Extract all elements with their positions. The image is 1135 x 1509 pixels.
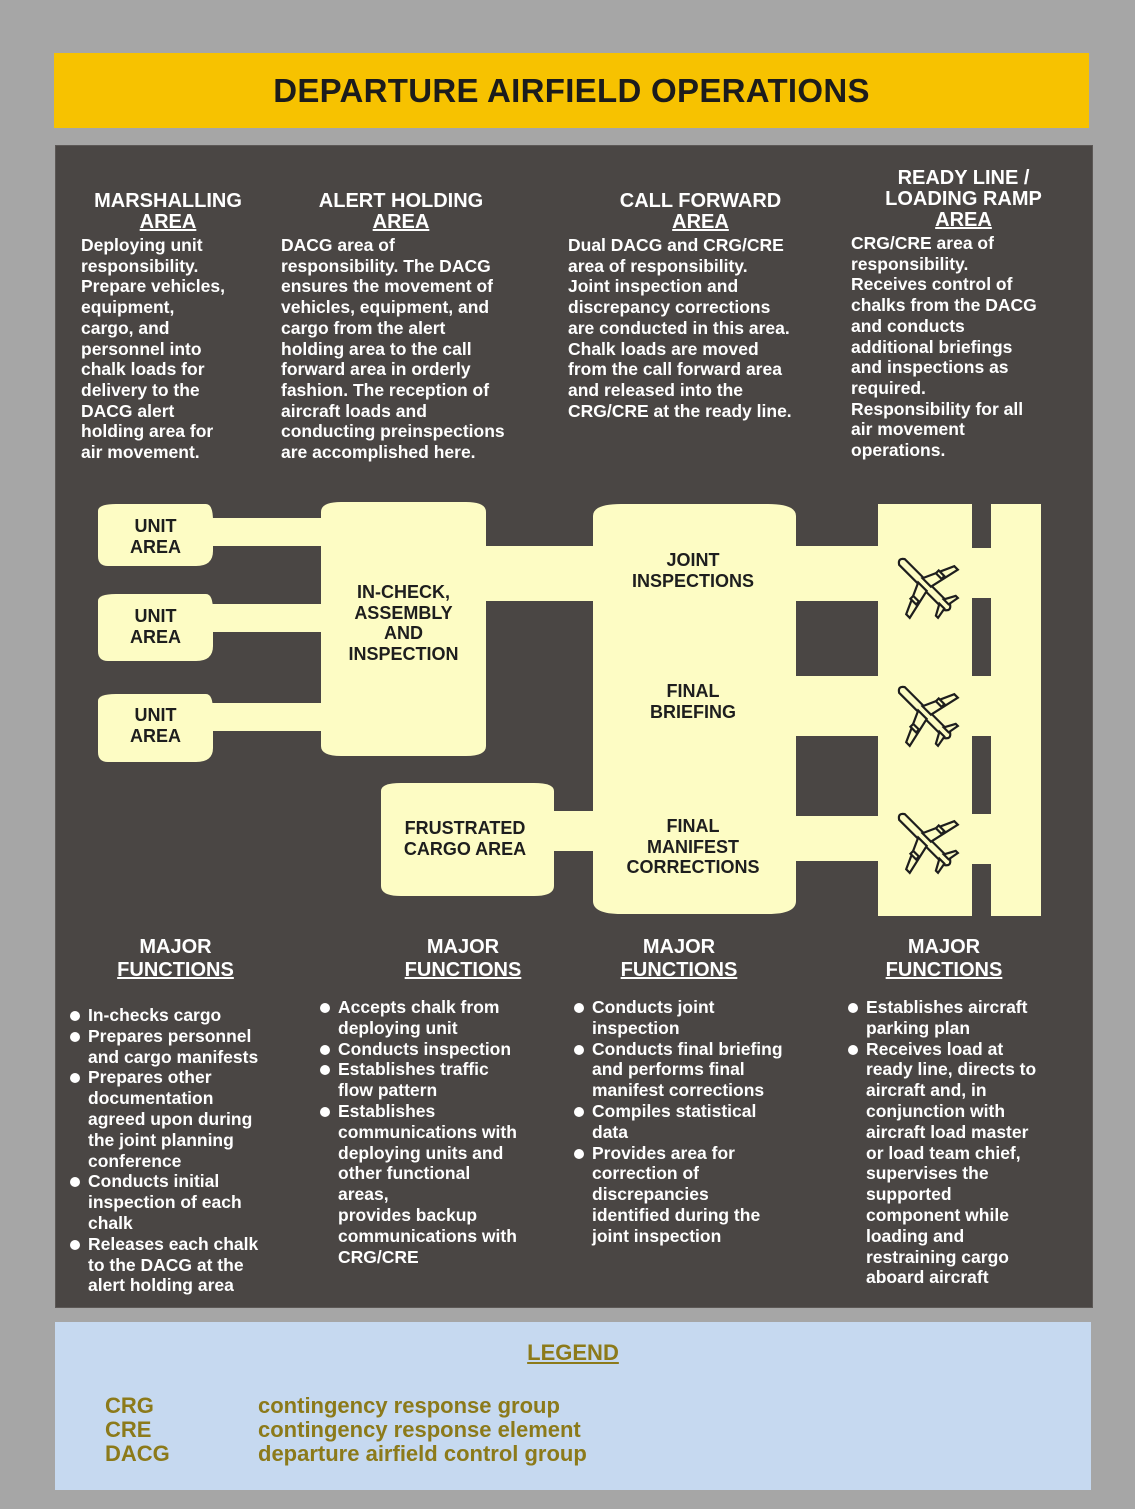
connector-joint-ramp [791, 546, 881, 601]
ready-line-functions-list: Establishes aircraft parking plan Receiv… [846, 997, 1081, 1288]
major-functions-heading-4: MAJOR FUNCTIONS [874, 936, 1014, 982]
unit-area-3 [98, 694, 213, 762]
unit-area-3-label: UNIT AREA [129, 705, 181, 746]
call-forward-heading: CALL FORWARD AREA [568, 191, 833, 233]
ready-line-heading-line1: READY LINE / [897, 167, 1030, 189]
list-item: Establishes aircraft parking plan [846, 997, 1081, 1039]
list-item: Compiles statistical data [572, 1101, 832, 1143]
ready-line-heading: READY LINE / LOADING RAMP AREA [851, 168, 1076, 231]
airplane-icon [897, 812, 960, 875]
major-functions-heading-3: MAJOR FUNCTIONS [609, 936, 749, 982]
major-heading-line2: FUNCTIONS [620, 959, 738, 981]
final-briefing-label: FINAL BRIEFING [649, 681, 736, 722]
list-item: Prepares other documentation agreed upon… [68, 1067, 308, 1171]
list-item: Provides area for correction of discrepa… [572, 1143, 832, 1247]
list-item: Establishes communications with deployin… [318, 1101, 568, 1267]
major-heading-line1: MAJOR [907, 936, 981, 958]
alert-holding-column: ALERT HOLDING AREA DACG area of responsi… [281, 191, 581, 463]
connector-manifest-ramp [791, 816, 881, 861]
incheck-block [321, 502, 486, 756]
list-item: Establishes traffic flow pattern [318, 1059, 568, 1101]
marshalling-area-column: MARSHALLING AREA Deploying unit responsi… [78, 191, 258, 463]
ready-line-description: CRG/CRE area of responsibility. Receives… [851, 233, 1037, 461]
list-item: Conducts initial inspection of each chal… [68, 1171, 308, 1233]
ramp-link-3 [966, 814, 996, 864]
major-heading-line1: MAJOR [426, 936, 500, 958]
list-item: Conducts joint inspection [572, 997, 832, 1039]
legend-abbr-cre: CRE [105, 1417, 152, 1442]
frustrated-cargo-block [381, 783, 554, 896]
legend-title: LEGEND [527, 1340, 619, 1365]
ramp-link-1 [966, 548, 996, 598]
list-item: Conducts inspection [318, 1039, 568, 1060]
alert-holding-description: DACG area of responsibility. The DACG en… [281, 235, 505, 463]
airplane-icon [897, 685, 960, 748]
page-title: DEPARTURE AIRFIELD OPERATIONS [273, 71, 870, 109]
major-heading-line1: MAJOR [642, 936, 716, 958]
legend-meaning-dacg: departure airfield control group [258, 1441, 587, 1466]
list-item: Releases each chalk to the DACG at the a… [68, 1234, 308, 1296]
ready-line-column: READY LINE / LOADING RAMP AREA CRG/CRE a… [851, 168, 1076, 461]
major-heading-line2: FUNCTIONS [404, 959, 522, 981]
connector-unit1 [206, 518, 326, 546]
list-item: Receives load at ready line, directs to … [846, 1039, 1081, 1289]
list-item: Prepares personnel and cargo manifests [68, 1026, 308, 1068]
list-item: Conducts final briefing and performs fin… [572, 1039, 832, 1101]
alert-holding-heading-line2: AREA [372, 211, 430, 233]
ramp-link-2 [966, 676, 996, 736]
marshalling-area-heading: MARSHALLING AREA [78, 191, 258, 233]
title-banner: DEPARTURE AIRFIELD OPERATIONS [54, 53, 1089, 128]
legend-abbr-dacg: DACG [105, 1441, 170, 1466]
unit-area-2 [98, 594, 213, 661]
marshalling-heading-line1: MARSHALLING [94, 190, 242, 212]
loading-ramp-block [991, 504, 1041, 916]
incheck-label: IN-CHECK, ASSEMBLY AND INSPECTION [348, 582, 459, 664]
major-heading-line2: FUNCTIONS [117, 959, 234, 981]
marshalling-heading-line2: AREA [139, 211, 197, 233]
frustrated-cargo-label: FRUSTRATED CARGO AREA [403, 818, 527, 859]
connector-incheck-joint [484, 546, 596, 601]
alert-holding-heading: ALERT HOLDING AREA [281, 191, 521, 233]
legend-abbr-crg: CRG [105, 1393, 154, 1418]
alert-holding-functions-list: Accepts chalk from deploying unit Conduc… [318, 997, 568, 1267]
major-functions-heading-2: MAJOR FUNCTIONS [393, 936, 533, 982]
connector-briefing-ramp [791, 676, 881, 736]
major-functions-heading-1: MAJOR FUNCTIONS [108, 936, 243, 982]
alert-holding-heading-line1: ALERT HOLDING [318, 190, 484, 212]
call-forward-column: CALL FORWARD AREA Dual DACG and CRG/CRE … [568, 191, 838, 421]
final-manifest-label: FINAL MANIFEST CORRECTIONS [626, 816, 760, 877]
connector-unit3 [206, 703, 326, 731]
joint-inspections-label: JOINT INSPECTIONS [631, 550, 755, 591]
ready-line-heading-line2: LOADING RAMP [885, 188, 1042, 210]
major-heading-line1: MAJOR [139, 936, 212, 958]
marshalling-functions-list: In-checks cargo Prepares personnel and c… [68, 1005, 308, 1296]
list-item: In-checks cargo [68, 1005, 308, 1026]
airplane-icon [897, 557, 960, 620]
call-forward-heading-line1: CALL FORWARD [619, 190, 782, 212]
marshalling-area-description: Deploying unit responsibility. Prepare v… [81, 235, 225, 463]
major-heading-line2: FUNCTIONS [885, 959, 1003, 981]
call-forward-heading-line2: AREA [672, 211, 729, 233]
legend-meaning-cre: contingency response element [258, 1417, 581, 1442]
legend-panel: LEGEND CRG contingency response group CR… [55, 1322, 1091, 1490]
unit-area-1-label: UNIT AREA [129, 516, 181, 557]
call-forward-description: Dual DACG and CRG/CRE area of responsibi… [568, 235, 792, 421]
unit-area-1 [98, 504, 213, 566]
flow-diagram [98, 502, 1041, 916]
connector-frustrated [551, 811, 596, 851]
list-item: Accepts chalk from deploying unit [318, 997, 568, 1039]
operations-panel: MARSHALLING AREA Deploying unit responsi… [55, 145, 1093, 1308]
connector-unit2 [206, 604, 326, 632]
call-forward-functions-list: Conducts joint inspection Conducts final… [572, 997, 832, 1247]
call-forward-block [593, 504, 796, 914]
ready-line-heading-line3: AREA [935, 209, 992, 231]
legend-meaning-crg: contingency response group [258, 1393, 560, 1418]
unit-area-2-label: UNIT AREA [129, 606, 181, 647]
